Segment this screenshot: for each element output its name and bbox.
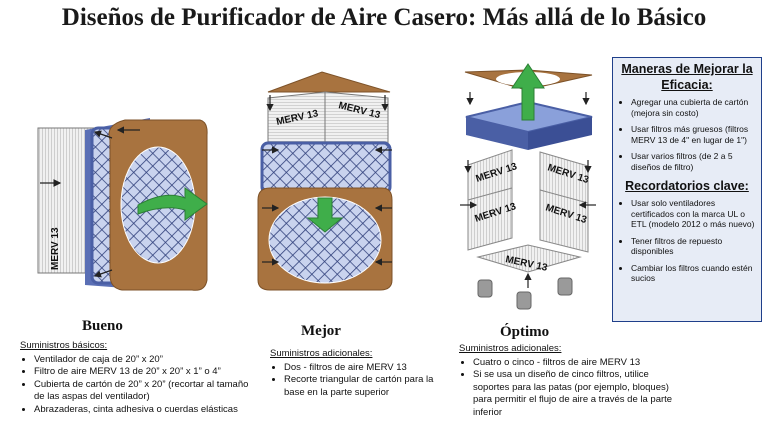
list-item: Cubierta de cartón de 20” x 20” (recorta…	[34, 379, 260, 404]
list-item: Dos - filtros de aire MERV 13	[284, 362, 440, 375]
good-design-illustration: MERV 13	[37, 118, 208, 291]
better-design-illustration: MERV 13 MERV 13	[257, 71, 393, 291]
good-supplies: Suministros básicos: Ventilador de caja …	[20, 340, 260, 416]
list-item: Usar varios filtros (de 2 a 5 diseños de…	[631, 151, 755, 172]
tips-panel: Maneras de Mejorar la Eficacia: Agregar …	[612, 57, 762, 322]
list-item: Agregar una cubierta de cartón (mejora s…	[631, 97, 755, 118]
list-item: Cambiar los filtros cuando estén sucios	[631, 263, 755, 284]
list-item: Cuatro o cinco - filtros de aire MERV 13	[473, 357, 679, 370]
best-supplies: Suministros adicionales: Cuatro o cinco …	[459, 343, 679, 419]
list-item: Tener filtros de repuesto disponibles	[631, 236, 755, 257]
best-design-illustration: MERV 13 MERV 13 MERV 13 MERV 13 MERV 13	[460, 63, 596, 310]
page-title: Diseños de Purificador de Aire Casero: M…	[61, 4, 707, 31]
good-supplies-heading: Suministros básicos:	[20, 340, 108, 351]
ways-heading: Maneras de Mejorar la Eficacia:	[621, 62, 753, 92]
reminders-heading: Recordatorios clave:	[625, 179, 749, 193]
list-item: Si se usa un diseño de cinco filtros, ut…	[473, 369, 679, 419]
best-design-title: Óptimo	[500, 324, 550, 340]
list-item: Usar solo ventiladores certificados con …	[631, 198, 755, 230]
filter-label-good: MERV 13	[50, 227, 61, 270]
list-item: Ventilador de caja de 20” x 20”	[34, 354, 260, 367]
list-item: Usar filtros más gruesos (filtros MERV 1…	[631, 124, 755, 145]
list-item: Recorte triangular de cartón para la bas…	[284, 374, 440, 399]
better-design-title: Mejor	[301, 323, 341, 339]
best-supplies-heading: Suministros adicionales:	[459, 343, 562, 354]
better-supplies: Suministros adicionales: Dos - filtros d…	[270, 348, 440, 399]
list-item: Filtro de aire MERV 13 de 20” x 20” x 1”…	[34, 366, 260, 379]
good-design-title: Bueno	[82, 318, 123, 334]
better-supplies-heading: Suministros adicionales:	[270, 348, 373, 359]
list-item: Abrazaderas, cinta adhesiva o cuerdas el…	[34, 404, 260, 417]
